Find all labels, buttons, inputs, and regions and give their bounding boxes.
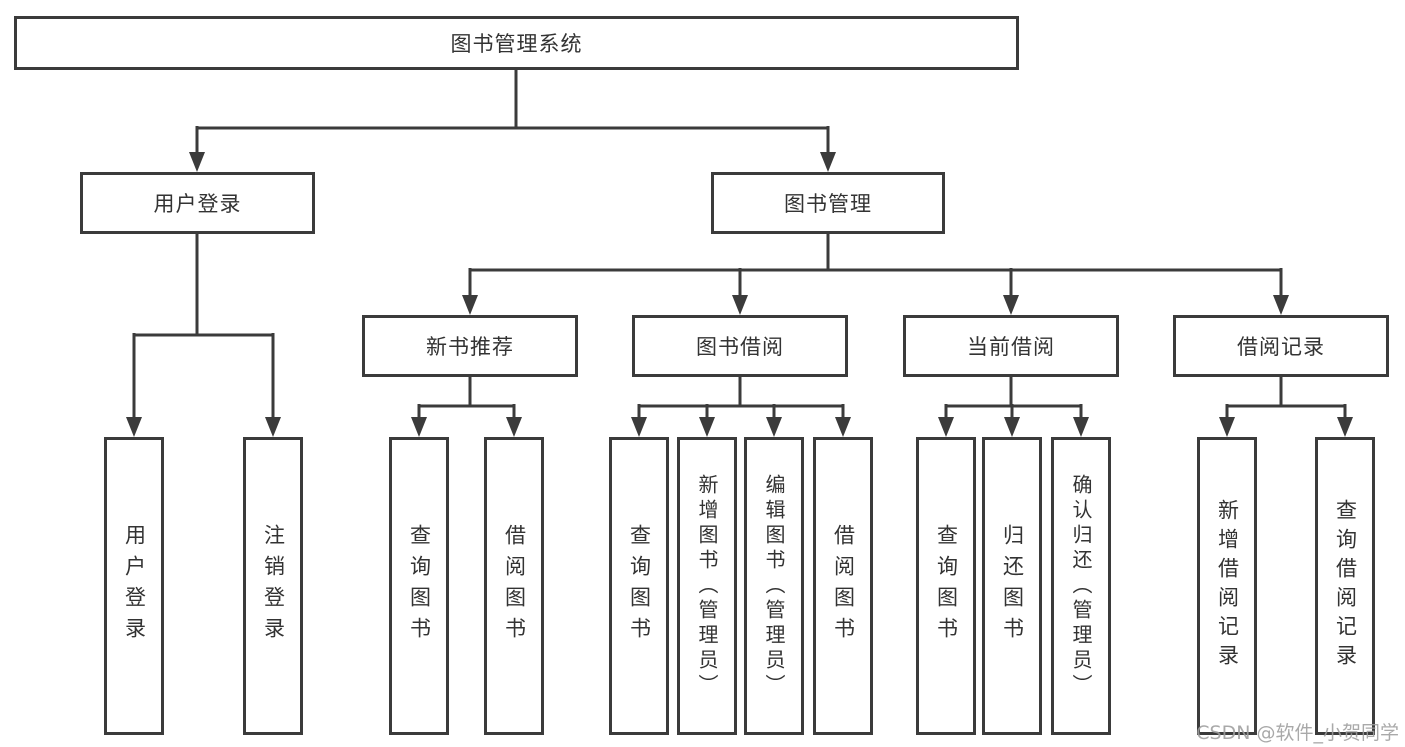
node-book-borrow: 图书借阅 — [632, 315, 848, 377]
leaf-add-book-admin: 新增图书（管理员） — [677, 437, 737, 735]
node-new-book-recommend: 新书推荐 — [362, 315, 578, 377]
leaf-borrow-books: 借阅图书 — [813, 437, 873, 735]
node-label: 图书管理 — [784, 192, 872, 216]
leaf-borrow-books: 借阅图书 — [484, 437, 544, 735]
leaf-label: 新增图书（管理员） — [695, 473, 719, 699]
leaf-label: 借阅图书 — [831, 524, 856, 648]
node-label: 借阅记录 — [1237, 335, 1325, 359]
leaf-label: 新增借阅记录 — [1215, 499, 1240, 673]
leaf-query-borrow-record: 查询借阅记录 — [1315, 437, 1375, 735]
leaf-label: 查询图书 — [627, 524, 652, 648]
leaf-label: 查询图书 — [934, 524, 959, 648]
node-label: 图书管理系统 — [450, 32, 583, 56]
arrowheads — [126, 152, 1353, 437]
leaf-label: 用户登录 — [122, 524, 147, 648]
csdn-watermark: CSDN @软件_小贺同学 — [1196, 722, 1399, 744]
leaf-label: 查询借阅记录 — [1333, 499, 1358, 673]
node-root: 图书管理系统 — [14, 16, 1019, 70]
node-label: 新书推荐 — [426, 335, 514, 359]
node-label: 用户登录 — [153, 192, 242, 216]
leaf-label: 注销登录 — [261, 524, 286, 648]
leaf-label: 归还图书 — [1000, 524, 1025, 648]
node-user-login: 用户登录 — [80, 172, 315, 234]
leaf-query-books: 查询图书 — [389, 437, 449, 735]
leaf-query-books: 查询图书 — [609, 437, 669, 735]
leaf-return-books: 归还图书 — [982, 437, 1042, 735]
leaf-label: 查询图书 — [407, 524, 432, 648]
leaf-logout: 注销登录 — [243, 437, 303, 735]
leaf-add-borrow-record: 新增借阅记录 — [1197, 437, 1257, 735]
leaf-label: 编辑图书（管理员） — [762, 473, 786, 699]
node-current-borrow: 当前借阅 — [903, 315, 1119, 377]
leaf-user-login: 用户登录 — [104, 437, 164, 735]
node-book-management: 图书管理 — [711, 172, 945, 234]
leaf-confirm-return-admin: 确认归还（管理员） — [1051, 437, 1111, 735]
node-label: 当前借阅 — [967, 335, 1055, 359]
leaf-query-books: 查询图书 — [916, 437, 976, 735]
node-borrow-records: 借阅记录 — [1173, 315, 1389, 377]
leaf-edit-book-admin: 编辑图书（管理员） — [744, 437, 804, 735]
node-label: 图书借阅 — [696, 335, 784, 359]
leaf-label: 借阅图书 — [502, 524, 527, 648]
leaf-label: 确认归还（管理员） — [1069, 473, 1093, 699]
